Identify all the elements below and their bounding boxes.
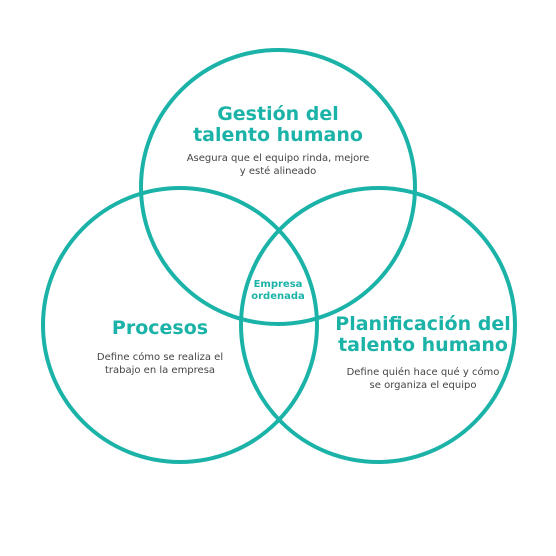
gestion-desc-line1: Asegura que el equipo rinda, mejore (186, 153, 370, 164)
gestion-description: Asegura que el equipo rinda, mejore y es… (150, 152, 406, 178)
procesos-title: Procesos (60, 318, 260, 339)
procesos-label: Procesos Define cómo se realiza el traba… (60, 318, 260, 377)
procesos-desc-line1: Define cómo se realiza el (96, 352, 224, 363)
procesos-desc-line2: trabajo en la empresa (104, 365, 216, 376)
center-line1: Empresa (253, 279, 303, 290)
procesos-title-line1: Procesos (111, 317, 209, 339)
center-line2: ordenada (251, 291, 305, 302)
center-label: Empresa ordenada (238, 279, 318, 303)
gestion-title: Gestión del talento humano (150, 104, 406, 146)
circle-procesos (41, 186, 319, 464)
gestion-title-line2: talento humano (193, 124, 363, 146)
planificacion-desc-line1: Define quién hace qué y cómo (346, 367, 500, 378)
gestion-label: Gestión del talento humano Asegura que e… (150, 104, 406, 178)
procesos-description: Define cómo se realiza el trabajo en la … (60, 351, 260, 377)
circle-gestion (139, 48, 417, 326)
planificacion-description: Define quién hace qué y cómo se organiza… (310, 366, 536, 392)
planificacion-title-line2: talento humano (338, 334, 508, 356)
gestion-title-line1: Gestión del (217, 103, 339, 125)
circle-planificacion (239, 186, 517, 464)
gestion-desc-line2: y esté alineado (239, 166, 317, 177)
planificacion-label: Planificación del talento humano Define … (310, 314, 536, 392)
planificacion-desc-line2: se organiza el equipo (369, 380, 477, 391)
planificacion-title: Planificación del talento humano (310, 314, 536, 356)
planificacion-title-line1: Planificación del (335, 313, 511, 335)
